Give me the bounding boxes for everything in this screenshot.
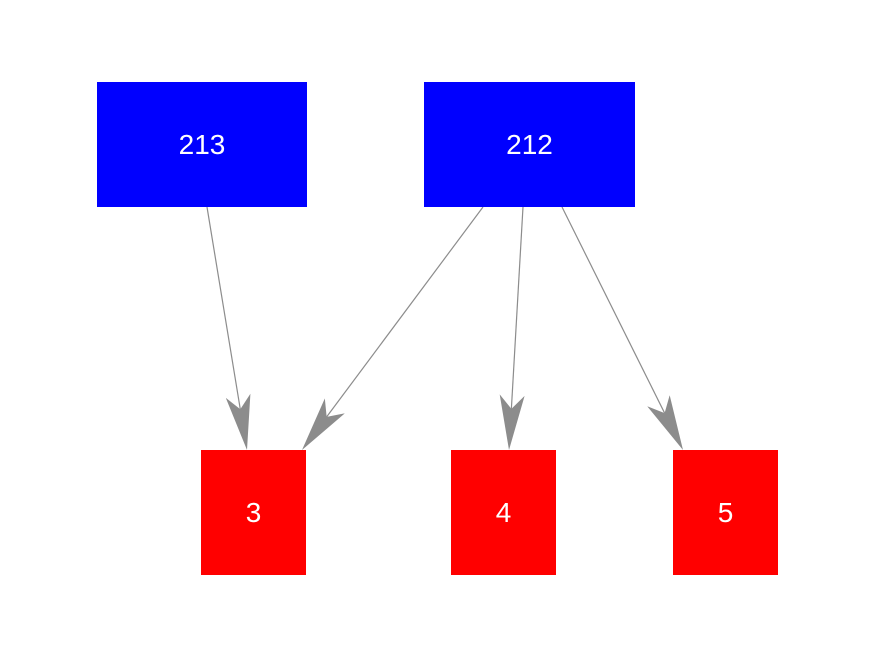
node-label: 4 [495,496,512,528]
node-label: 213 [178,128,226,160]
node-label: 212 [506,128,553,160]
graph-node-213[interactable]: 213 [97,82,307,207]
edge-group [206,206,683,451]
node-label: 5 [717,496,734,528]
graph-edge-212-4 [499,206,525,451]
graph-edge-212-5 [561,206,683,450]
graph-node-3[interactable]: 3 [201,450,306,575]
node-label: 3 [245,496,262,528]
graph-node-4[interactable]: 4 [451,450,556,575]
graph-edge-212-3 [302,206,484,450]
graph-node-212[interactable]: 212 [424,82,635,207]
graph-node-5[interactable]: 5 [673,450,778,575]
graph-edge-213-3 [206,206,251,451]
